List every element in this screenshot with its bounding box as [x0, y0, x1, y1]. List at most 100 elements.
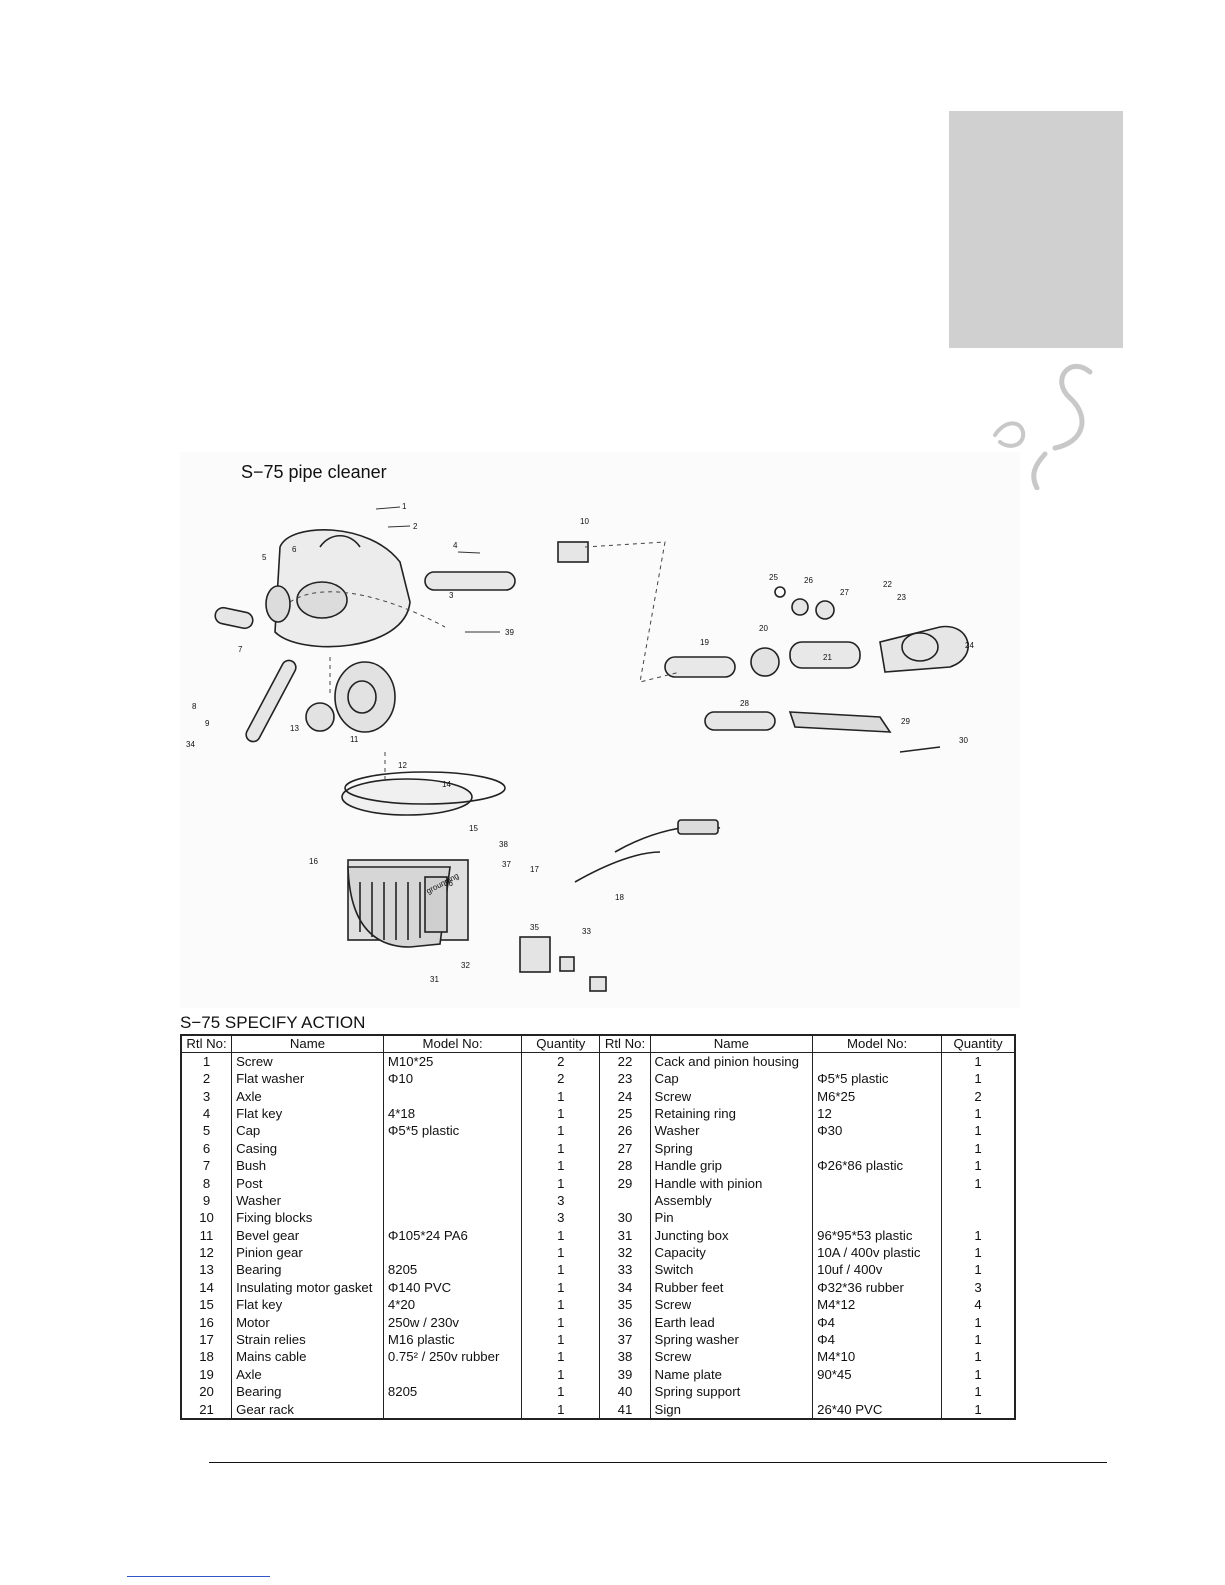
- table-cell: 35: [599, 1296, 651, 1315]
- table-cell: 1: [941, 1157, 1016, 1175]
- table-cell: 1: [521, 1296, 601, 1315]
- table-cell: 1: [941, 1348, 1016, 1367]
- table-cell: Φ140 PVC: [382, 1279, 523, 1297]
- table-cell: 6: [180, 1140, 233, 1158]
- svg-text:3: 3: [449, 591, 454, 600]
- table-cell: 22: [599, 1052, 651, 1071]
- col-header: Model No:: [812, 1034, 943, 1054]
- table-cell: Φ5*5 plastic: [812, 1070, 943, 1088]
- svg-text:23: 23: [897, 593, 906, 602]
- table-cell: 1: [941, 1366, 1016, 1384]
- figure-title: S−75 pipe cleaner: [241, 462, 387, 482]
- table-cell: 38: [599, 1348, 651, 1367]
- svg-text:34: 34: [186, 740, 195, 749]
- table-cell: 1: [941, 1140, 1016, 1158]
- table-cell: 7: [180, 1157, 233, 1175]
- table-cell: Φ4: [812, 1331, 943, 1349]
- table-cell: Cap: [231, 1122, 384, 1141]
- table-cell: 21: [180, 1401, 233, 1420]
- table-cell: 15: [180, 1296, 233, 1315]
- table-cell: 1: [521, 1383, 601, 1402]
- svg-text:16: 16: [309, 857, 318, 866]
- table-cell: Screw: [231, 1052, 384, 1071]
- table-cell: [382, 1174, 523, 1193]
- svg-text:19: 19: [700, 638, 709, 647]
- table-cell: Flat washer: [231, 1070, 384, 1088]
- table-cell: 14: [180, 1279, 233, 1297]
- svg-text:36: 36: [444, 879, 453, 888]
- table-cell: 4*18: [382, 1105, 523, 1123]
- table-cell: 30: [599, 1209, 651, 1228]
- svg-text:13: 13: [290, 724, 299, 733]
- table-cell: Flat key: [231, 1105, 384, 1123]
- table-cell: 1: [521, 1140, 601, 1158]
- col-header: Quantity: [941, 1034, 1016, 1054]
- table-cell: 33: [599, 1261, 651, 1280]
- table-cell: Axle: [231, 1087, 384, 1106]
- table-cell: 23: [599, 1070, 651, 1088]
- col-header: Name: [649, 1034, 814, 1054]
- svg-text:27: 27: [840, 588, 849, 597]
- svg-text:15: 15: [469, 824, 478, 833]
- table-cell: 24: [599, 1087, 651, 1106]
- table-cell: 1: [521, 1314, 601, 1332]
- table-cell: 8205: [382, 1383, 523, 1402]
- table-cell: 8: [180, 1174, 233, 1193]
- table-cell: 1: [941, 1227, 1016, 1245]
- table-cell: 1: [521, 1157, 601, 1175]
- table-cell: Bevel gear: [231, 1227, 384, 1245]
- svg-text:14: 14: [442, 780, 451, 789]
- table-cell: [382, 1192, 523, 1210]
- table-cell: 9: [180, 1192, 233, 1210]
- table-cell: 1: [941, 1052, 1016, 1071]
- svg-text:29: 29: [901, 717, 910, 726]
- table-title: S−75 SPECIFY ACTION: [180, 1013, 366, 1032]
- table-cell: 1: [521, 1244, 601, 1262]
- table-cell: 13: [180, 1261, 233, 1280]
- table-cell: [812, 1383, 943, 1402]
- table-cell: Sign: [649, 1401, 814, 1420]
- casing-shape: [274, 529, 411, 648]
- table-cell: 17: [180, 1331, 233, 1349]
- table-cell: [941, 1192, 1016, 1210]
- table-cell: 1: [941, 1261, 1016, 1280]
- svg-text:4: 4: [453, 541, 458, 550]
- table-cell: 36: [599, 1314, 651, 1332]
- table-cell: Name plate: [649, 1366, 814, 1384]
- table-cell: Washer: [649, 1122, 814, 1141]
- table-cell: [382, 1087, 523, 1106]
- svg-text:6: 6: [292, 545, 297, 554]
- svg-text:35: 35: [530, 923, 539, 932]
- table-cell: 3: [941, 1279, 1016, 1297]
- table-cell: 18: [180, 1348, 233, 1367]
- table-cell: Fixing blocks: [231, 1209, 384, 1228]
- table-cell: [812, 1174, 943, 1193]
- table-cell: Casing: [231, 1140, 384, 1158]
- table-cell: Insulating motor gasket: [231, 1279, 384, 1297]
- table-cell: Juncting box: [649, 1227, 814, 1245]
- table-cell: Φ32*36 rubber: [812, 1279, 943, 1297]
- table-cell: 1: [941, 1383, 1016, 1402]
- table-cell: 96*95*53 plastic: [812, 1227, 943, 1245]
- table-cell: 12: [812, 1105, 943, 1123]
- table-cell: 2: [941, 1087, 1016, 1106]
- table-cell: 1: [941, 1174, 1016, 1193]
- table-cell: 4: [180, 1105, 233, 1123]
- table-cell: Mains cable: [231, 1348, 384, 1367]
- table-cell: M4*12: [812, 1296, 943, 1315]
- table-cell: 1: [941, 1401, 1016, 1420]
- table-cell: 28: [599, 1157, 651, 1175]
